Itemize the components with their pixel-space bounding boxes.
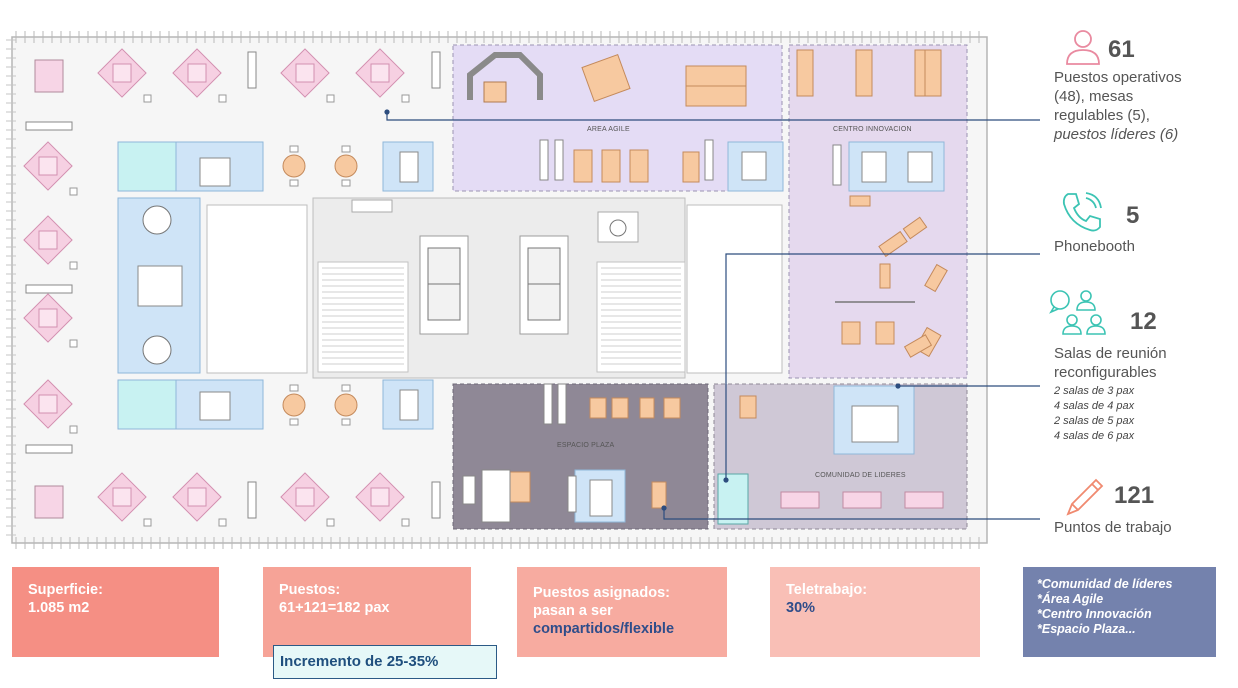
zone-label-centro-innovacion: CENTRO INNOVACION xyxy=(833,126,912,133)
increment-badge: Incremento de 25-35% xyxy=(273,645,497,679)
stat-detail: 2 salas de 3 pax xyxy=(1054,385,1135,397)
note-line: *Comunidad de líderes xyxy=(1037,577,1173,591)
leader-lines xyxy=(384,109,1040,520)
stat-line: (48), mesas xyxy=(1054,88,1134,105)
stat-line: Salas de reunión xyxy=(1054,345,1167,362)
summary-line: Puestos asignados: xyxy=(533,585,670,601)
stat-line: reconfigurables xyxy=(1054,364,1157,381)
pencil-icon xyxy=(1066,478,1104,516)
zone-label-comunidad-lideres: COMUNIDAD DE LIDERES xyxy=(815,472,906,479)
collab-tables-pink xyxy=(23,48,410,527)
note-line: *Área Agile xyxy=(1037,592,1104,606)
meeting-rooms xyxy=(117,141,945,525)
zone-label-area-agile: AREA AGILE xyxy=(587,126,630,133)
person-icon xyxy=(1066,30,1100,65)
note-line: *Centro Innovación xyxy=(1037,607,1152,621)
summary-line: 61+121=182 pax xyxy=(279,600,390,616)
stat-line: puestos líderes (6) xyxy=(1054,126,1179,143)
stat-detail: 4 salas de 6 pax xyxy=(1054,430,1135,442)
stat-value: 61 xyxy=(1108,36,1135,63)
stat-line: Phonebooth xyxy=(1054,238,1135,255)
phone-icon xyxy=(1062,192,1102,232)
meeting-people-icon xyxy=(1049,290,1106,335)
summary-line: compartidos/flexible xyxy=(533,621,675,637)
zone-label-espacio-plaza: ESPACIO PLAZA xyxy=(557,442,614,449)
zones-note: *Comunidad de líderes *Área Agile *Centr… xyxy=(1023,567,1216,657)
summary-puestos: Puestos: 61+121=182 pax xyxy=(263,567,471,657)
summary-superficie: Superficie: 1.085 m2 xyxy=(12,567,219,657)
summary-line: 30% xyxy=(786,600,816,616)
leader-desks xyxy=(780,491,944,509)
stat-line: regulables (5), xyxy=(1054,107,1150,124)
stat-detail: 4 salas de 4 pax xyxy=(1054,400,1135,412)
summary-teletrabajo: Teletrabajo: 30% xyxy=(770,567,980,657)
misc-furniture xyxy=(25,51,915,523)
summary-line: 1.085 m2 xyxy=(28,600,90,616)
desks xyxy=(507,49,948,509)
facade-ticks xyxy=(6,31,980,549)
stat-value: 5 xyxy=(1126,202,1140,229)
floor-plan: AREA AGILE CENTRO INNOVACION ESPACIO PLA… xyxy=(6,31,1040,549)
note-line: *Espacio Plaza... xyxy=(1037,622,1136,636)
stat-value: 12 xyxy=(1130,308,1157,335)
stat-detail: 2 salas de 5 pax xyxy=(1054,415,1135,427)
summary-line: pasan a ser xyxy=(533,603,613,619)
stairs xyxy=(322,267,681,365)
summary-line: Superficie: xyxy=(28,582,103,598)
stat-line: Puntos de trabajo xyxy=(1054,519,1172,536)
summary-line: Teletrabajo: xyxy=(786,582,868,598)
summary-asignados: Puestos asignados: pasan a ser compartid… xyxy=(517,567,727,657)
round-tables xyxy=(282,145,358,426)
stat-line: Puestos operativos xyxy=(1054,69,1182,86)
stat-value: 121 xyxy=(1114,482,1155,509)
building-core xyxy=(206,197,783,379)
summary-line: Puestos: xyxy=(279,582,341,598)
